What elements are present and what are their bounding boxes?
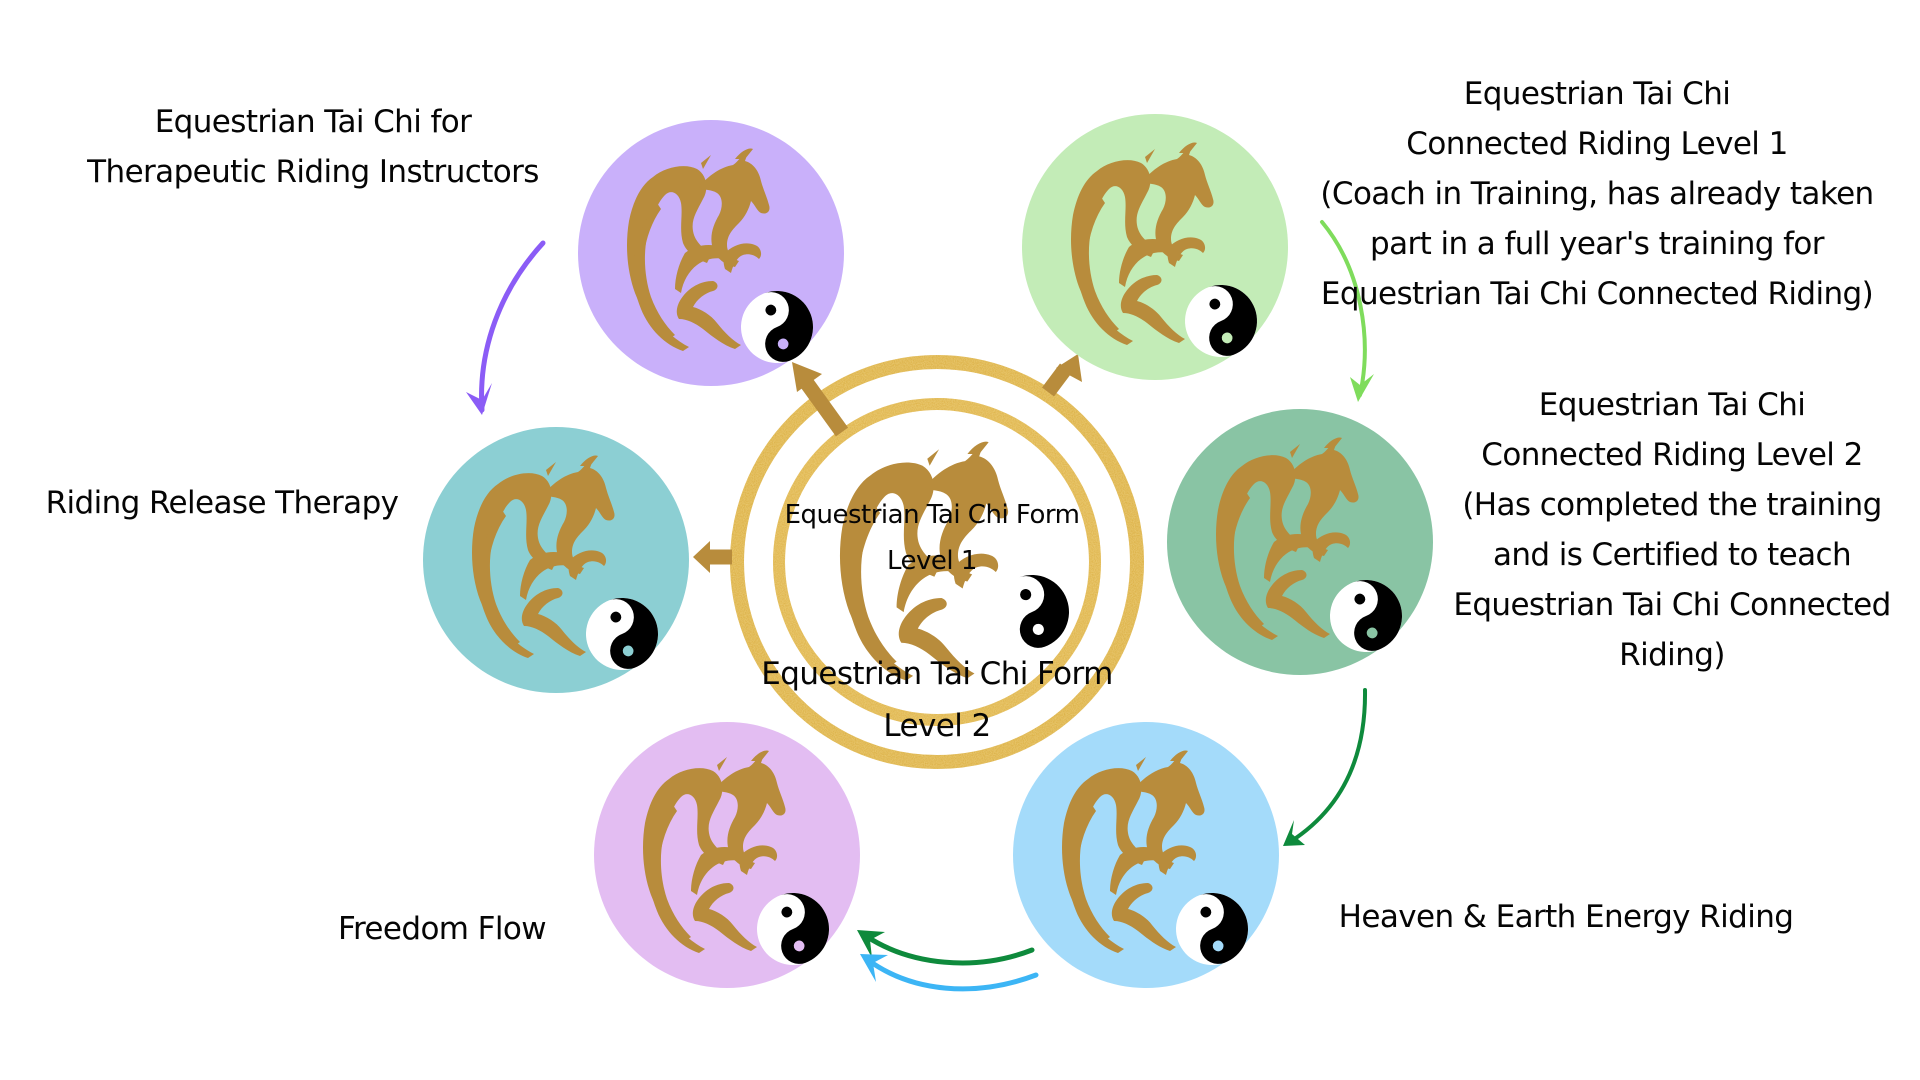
yin-yang-icon [757,893,829,965]
label-line: Equestrian Tai Chi for [154,104,472,140]
center-outer-label: Equestrian Tai Chi Form Level 2 [761,648,1113,752]
gold-arrow-to-connected-level-1 [1042,354,1082,397]
node-freedom-flow [594,722,860,988]
node-riding-release [423,427,689,693]
arrow-heaven-earth-to-freedom-flow-blue [865,957,1039,992]
node-connected-level-1 [1022,114,1288,380]
label-therapeutic: Equestrian Tai Chi for Therapeutic Ridin… [87,97,539,197]
center-yin-yang-icon [995,575,1069,649]
label-line: Riding) [1619,637,1725,673]
label-line: Equestrian Tai Chi Connected [1453,587,1891,623]
node-therapeutic [578,120,844,386]
center-inner-label: Equestrian Tai Chi Form Level 1 [785,492,1080,584]
label-line: Equestrian Tai Chi [1538,387,1806,423]
arrow-level-2-to-heaven-earth [1288,688,1368,844]
arrow-head-therapeutic-to-riding-release [466,383,492,415]
arrow-therapeutic-to-riding-release [479,240,546,413]
label-line: part in a full year's training for [1370,226,1825,262]
center-connectors [693,354,1082,573]
label-line: Level 1 [887,546,977,576]
yin-yang-icon [1185,285,1257,357]
label-heaven-earth: Heaven & Earth Energy Riding [1339,892,1794,942]
yin-yang-icon [741,291,813,363]
arrow-heaven-earth-to-freedom-flow-green [863,933,1035,966]
label-line: Equestrian Tai Chi Form [784,500,1080,530]
node-heaven-earth [1013,722,1279,988]
arrow-head-level-2-to-heaven-earth [1283,820,1305,846]
center-inner-ring [773,398,1101,726]
label-line: (Has completed the training [1462,487,1882,523]
yin-yang-icon [1176,893,1248,965]
label-riding-release: Riding Release Therapy [46,478,399,528]
arrow-head-level-1-to-level-2 [1350,374,1374,402]
label-connected-level-2: Equestrian Tai Chi Connected Riding Leve… [1453,380,1891,680]
label-line: Equestrian Tai Chi Form [761,656,1113,692]
label-line: Connected Riding Level 1 [1406,126,1788,162]
label-line: Connected Riding Level 2 [1481,437,1863,473]
arrow-head-heaven-earth-to-freedom-flow-green [857,930,885,958]
label-line: and is Certified to teach [1492,537,1852,573]
yin-yang-icon [1330,580,1402,652]
curved-connectors [466,220,1374,992]
yin-yang-icon [586,598,658,670]
label-line: Heaven & Earth Energy Riding [1338,899,1794,935]
center-node [730,355,1144,769]
label-line: (Coach in Training, has already taken [1320,176,1874,212]
label-line: Riding Release Therapy [45,485,399,521]
label-connected-level-1: Equestrian Tai Chi Connected Riding Leve… [1320,69,1874,319]
label-line: Level 2 [883,708,991,744]
arrow-head-heaven-earth-to-freedom-flow-blue [860,954,888,982]
gold-arrow-to-riding-release [693,541,732,573]
label-freedom-flow: Freedom Flow [337,904,547,954]
label-line: Equestrian Tai Chi Connected Riding) [1320,276,1874,312]
gold-arrow-to-therapeutic [792,362,849,437]
label-line: Freedom Flow [337,911,547,947]
label-line: Therapeutic Riding Instructors [87,154,539,190]
node-connected-level-2 [1167,409,1433,675]
label-line: Equestrian Tai Chi [1463,76,1731,112]
center-outer-ring [730,355,1144,769]
arrow-level-1-to-level-2 [1320,220,1367,397]
